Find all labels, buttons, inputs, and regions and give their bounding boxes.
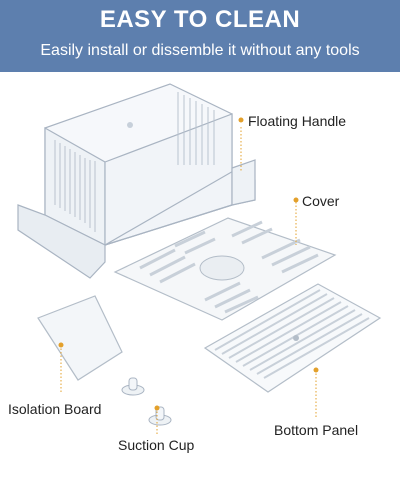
dot-floating-handle xyxy=(238,117,244,123)
banner-title: EASY TO CLEAN xyxy=(99,6,301,33)
dot-bottom-panel xyxy=(313,367,319,373)
dot-cover xyxy=(293,197,299,203)
suction-cup-1 xyxy=(121,377,145,396)
label-bottom-panel: Bottom Panel xyxy=(274,422,359,438)
suction-cup-2 xyxy=(148,406,172,426)
header-banner: EASY TO CLEAN Easily install or dissembl… xyxy=(0,0,400,72)
product-illustration xyxy=(17,83,382,435)
bottom-panel xyxy=(203,283,382,393)
label-cover: Cover xyxy=(302,193,340,209)
dot-suction-cup xyxy=(154,405,160,411)
cover-plate xyxy=(113,217,337,321)
dot-isolation-board xyxy=(58,342,64,348)
banner-subtitle: Easily install or dissemble it without a… xyxy=(40,42,360,59)
label-floating-handle: Floating Handle xyxy=(248,113,347,129)
breeding-box xyxy=(17,83,256,279)
label-suction-cup: Suction Cup xyxy=(118,437,195,453)
label-isolation-board: Isolation Board xyxy=(8,401,102,417)
isolation-board xyxy=(37,295,123,381)
